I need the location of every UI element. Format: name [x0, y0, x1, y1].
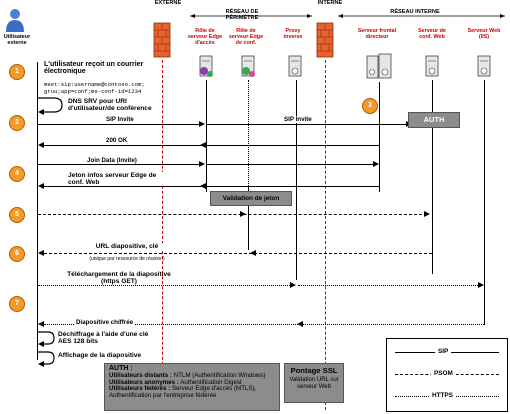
zone-interne-label: INTERNE	[317, 0, 343, 6]
arrowhead	[250, 250, 256, 256]
arrowhead	[38, 250, 44, 256]
ssl-bridge-box: Pontage SSL Validation URL sur serveur W…	[284, 363, 344, 403]
actor-iis: Serveur Web (IIS)	[467, 28, 501, 40]
ssl-bridge-title: Pontage SSL	[290, 366, 338, 375]
arrowhead	[38, 142, 44, 148]
msg-200-ok: 200 OK	[104, 137, 130, 144]
zone-externe-label: EXTERNE	[154, 0, 182, 6]
display-loop-arrow	[38, 351, 55, 367]
lifeline-edge-conf-active	[248, 185, 249, 250]
msg-affichage: Affichage de la diapositive	[58, 352, 142, 359]
arrow-join-data-2	[207, 164, 373, 165]
lifeline-conf-web	[432, 80, 433, 274]
msg-dns-srv: DNS SRV pour URI d'utilisateur/de confér…	[68, 98, 152, 112]
legend-https: HTTPS	[429, 392, 456, 399]
arrow-psom-step5	[38, 214, 422, 215]
lifeline-edge-access	[206, 80, 207, 192]
lifeline-front-end	[379, 82, 380, 192]
zone-perimetre-label: RÉSEAU DE PÉRIMÈTRE	[225, 9, 259, 21]
arrow-url-diapo	[44, 253, 432, 254]
decrypt-loop-arrow	[38, 331, 55, 347]
proxy-server-icon	[288, 55, 302, 77]
arrowhead	[478, 282, 484, 288]
actor-edge-conf: Rôle de serveur Edge de conf.	[228, 28, 264, 46]
step-badge: 6	[9, 246, 25, 262]
step-badge: 7	[9, 296, 25, 312]
lifeline-iis	[484, 80, 485, 325]
msg-jeton: Jeton infos serveur Edge de conf. Web	[68, 172, 168, 186]
boundary-interne	[325, 60, 326, 410]
msg-sip-invite-2: SIP Invite	[282, 116, 314, 123]
lifeline-edge-conf	[248, 80, 249, 250]
legend-sip: SIP	[435, 348, 452, 355]
auth-info-title: AUTH :	[109, 365, 133, 372]
lifeline-proxy	[296, 80, 297, 280]
step-badge: 5	[9, 207, 25, 223]
arrow-sip-invite-2	[207, 124, 410, 125]
msg-email-received: L'utilisateur reçoit un courrier électro…	[44, 61, 144, 75]
actor-conf-web: Serveur de conf. Web	[418, 28, 446, 40]
step-badge: 3	[362, 98, 378, 114]
front-end-server-icon	[366, 53, 392, 79]
actor-front-end: Serveur frontal directeur	[357, 28, 397, 40]
arrow-https-get	[38, 285, 292, 286]
edge-access-server-icon	[199, 55, 213, 77]
arrow-200-ok	[44, 145, 379, 146]
auth-info-line: Utilisateurs anonymes : Authentification…	[109, 378, 242, 386]
arrow-diapo-chiffree	[44, 324, 484, 325]
zone-reseau-interne-label: RÉSEAU INTERNE	[390, 9, 440, 15]
arrowhead	[38, 183, 44, 189]
msg-telechargement: Téléchargement de la diapositive (https …	[67, 271, 171, 285]
dns-loop-arrow	[38, 97, 63, 115]
arrow-jeton	[44, 186, 379, 187]
msg-meeting-uri: meet:sip:username@contoso.com; gruu;app=…	[44, 81, 145, 95]
actor-user: Utilisateur externe	[3, 34, 31, 46]
iis-server-icon	[477, 55, 491, 77]
auth-info-line: Utilisateurs distants : NTLM (Authentifi…	[109, 371, 266, 379]
actor-edge-access: Rôle de serveur Edge d'accès	[187, 28, 223, 46]
legend-psom: PSOM	[431, 370, 456, 377]
msg-diapo-chiffree: Diapositive chiffrée	[74, 319, 136, 326]
msg-sip-invite-1: SIP Invite	[104, 116, 136, 123]
arrowhead	[424, 211, 430, 217]
msg-url-diapo-sub: (unique par ressource de réunion)	[89, 256, 165, 262]
lifeline-user	[37, 62, 38, 360]
msg-dechiffrage: Déchiffrage à l'aide d'une clé AES 128 b…	[58, 331, 149, 345]
arrowhead	[200, 183, 206, 189]
edge-conf-server-icon	[241, 55, 255, 77]
arrowhead	[290, 282, 296, 288]
msg-join-data: Join Data (Invite)	[85, 157, 139, 164]
boundary-externe	[162, 60, 163, 410]
arrowhead	[38, 321, 44, 327]
arrowhead	[199, 121, 205, 127]
arrow-join-data	[38, 164, 199, 165]
arrow-sip-invite-1	[38, 124, 199, 125]
step-badge: 1	[9, 64, 25, 80]
conf-web-server-icon	[425, 55, 439, 77]
legend-box: SIP PSOM HTTPS	[386, 338, 508, 412]
firewall-icon	[153, 22, 171, 58]
zone-arrows	[190, 14, 505, 18]
arrowhead	[200, 142, 206, 148]
arrowhead	[373, 161, 379, 167]
auth-info-line: Utilisateurs fédérés : Serveur Edge d'ac…	[109, 385, 257, 400]
user-icon	[6, 9, 24, 32]
arrowhead	[297, 321, 303, 327]
actor-proxy: Proxy inverse	[283, 28, 303, 40]
firewall-icon	[316, 22, 334, 58]
arrowhead	[199, 161, 205, 167]
arrow-https-get-2	[298, 285, 478, 286]
auth-info-box: AUTH : Utilisateurs distants : NTLM (Aut…	[104, 363, 280, 411]
step-badge: 2	[9, 115, 25, 131]
msg-url-diapo: URL diapositive, clé	[72, 243, 182, 250]
auth-badge: AUTH	[408, 112, 460, 128]
validation-jeton-box: Validation de jeton	[210, 191, 292, 206]
arrowhead	[240, 211, 246, 217]
step-badge: 4	[9, 166, 25, 182]
ssl-bridge-body: Validation URL sur serveur Web	[289, 377, 339, 390]
